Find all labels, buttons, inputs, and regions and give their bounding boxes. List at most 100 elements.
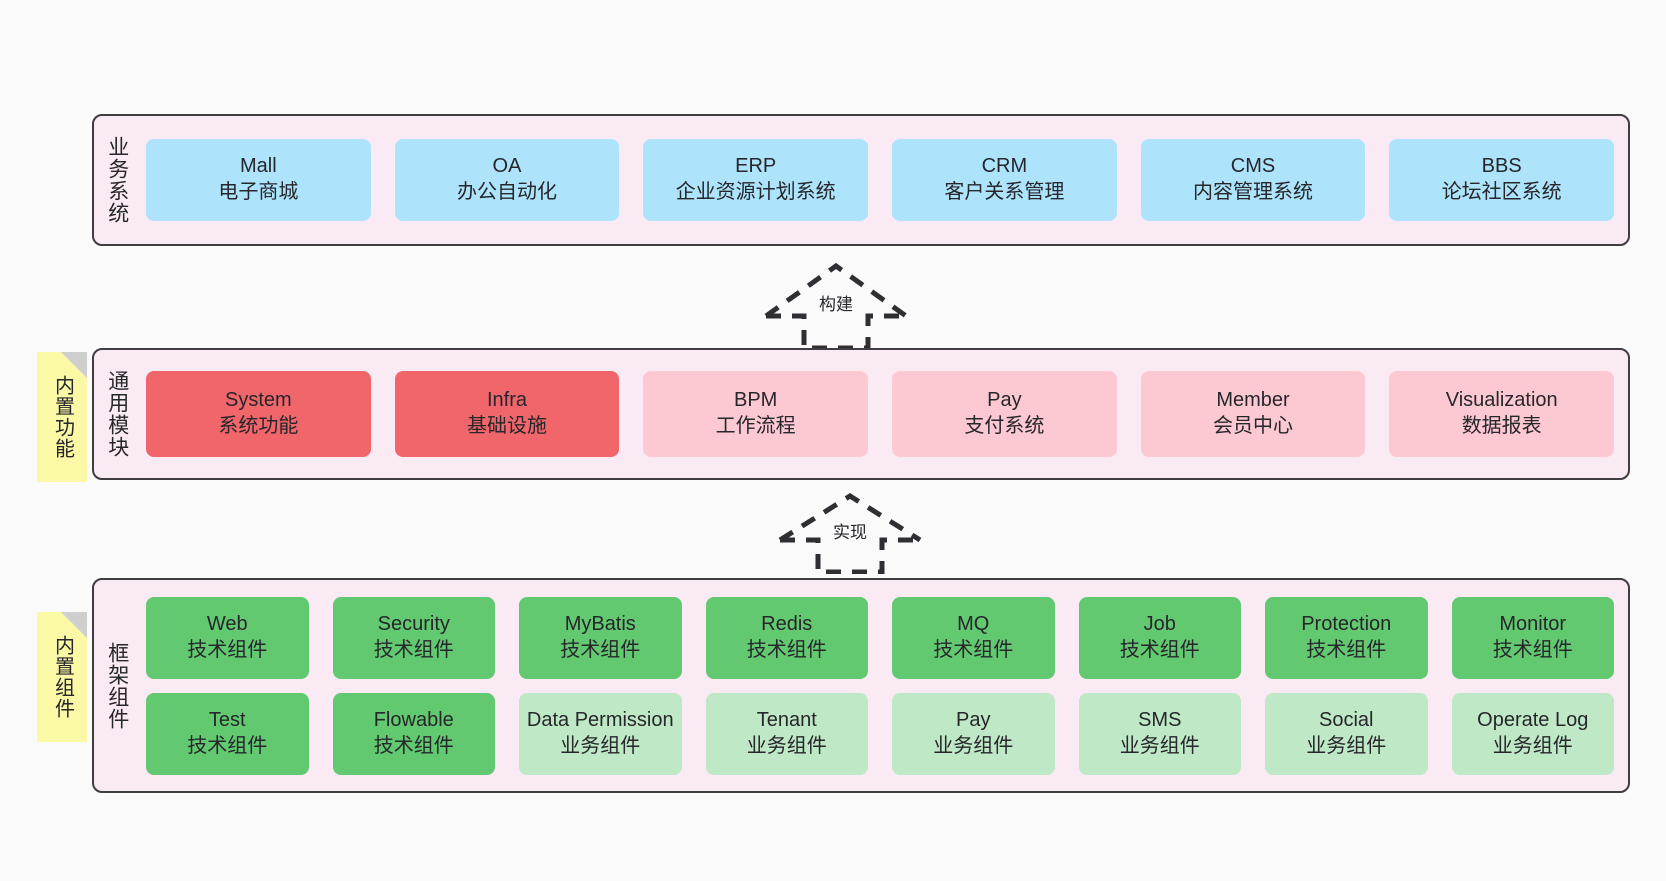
card-subtitle: 技术组件 xyxy=(1492,638,1573,661)
layer-body-common-modules: System 系统功能 Infra 基础设施 BPM 工作流程 Pay 支付系统… xyxy=(140,350,1628,478)
card-flowable[interactable]: Flowable 技术组件 xyxy=(332,692,495,775)
card-subtitle: 业务组件 xyxy=(560,734,641,757)
card-title: Web xyxy=(206,612,248,635)
card-subtitle: 业务组件 xyxy=(1492,734,1573,757)
card-member[interactable]: Member 会员中心 xyxy=(1140,371,1366,457)
connector-implement-label: 实现 xyxy=(833,523,867,542)
card-title: OA xyxy=(492,155,522,178)
card-subtitle: 技术组件 xyxy=(560,638,641,661)
note-label: 内置组件 xyxy=(51,635,74,719)
card-pay[interactable]: Pay 支付系统 xyxy=(892,371,1117,457)
card-mybatis[interactable]: MyBatis 技术组件 xyxy=(519,596,682,679)
layer-title-common-modules: 通用模块 xyxy=(105,370,129,458)
card-pay-business[interactable]: Pay 业务组件 xyxy=(892,692,1055,775)
layer-body-framework-components: Web 技术组件 Security 技术组件 MyBatis 技术组件 Redi… xyxy=(140,580,1628,791)
card-subtitle: 技术组件 xyxy=(373,638,454,661)
card-crm[interactable]: CRM 客户关系管理 xyxy=(892,139,1117,221)
card-title: ERP xyxy=(735,155,777,178)
card-title: Operate Log xyxy=(1477,708,1589,731)
card-subtitle: 支付系统 xyxy=(964,415,1045,437)
card-title: Tenant xyxy=(756,708,817,731)
implement-arrow-icon xyxy=(778,493,922,575)
card-test[interactable]: Test 技术组件 xyxy=(146,692,309,775)
card-bbs[interactable]: BBS 论坛社区系统 xyxy=(1389,139,1615,221)
card-title: MQ xyxy=(957,612,990,635)
card-subtitle: 业务组件 xyxy=(933,734,1014,757)
card-title: Redis xyxy=(761,612,813,635)
layer-title-framework-components: 框架组件 xyxy=(105,641,129,730)
card-protection[interactable]: Protection 技术组件 xyxy=(1265,596,1428,679)
card-subtitle: 内容管理系统 xyxy=(1193,181,1314,203)
card-subtitle: 技术组件 xyxy=(1306,638,1387,661)
card-title: MyBatis xyxy=(564,612,636,635)
card-subtitle: 办公自动化 xyxy=(457,181,557,203)
layer-body-business-systems: Mall 电子商城 OA 办公自动化 ERP 企业资源计划系统 CRM 客户关系… xyxy=(140,116,1628,244)
card-redis[interactable]: Redis 技术组件 xyxy=(705,596,868,679)
card-title: BPM xyxy=(734,389,778,412)
card-title: Mall xyxy=(240,155,277,178)
card-subtitle: 技术组件 xyxy=(373,734,454,757)
card-subtitle: 会员中心 xyxy=(1213,415,1294,437)
card-subtitle: 技术组件 xyxy=(187,734,268,757)
card-subtitle: 技术组件 xyxy=(187,638,268,661)
card-system[interactable]: System 系统功能 xyxy=(146,371,371,457)
card-operate-log[interactable]: Operate Log 业务组件 xyxy=(1451,692,1614,775)
card-title: Protection xyxy=(1301,612,1392,635)
card-row: Mall 电子商城 OA 办公自动化 ERP 企业资源计划系统 CRM 客户关系… xyxy=(146,139,1615,221)
connector-build-label: 构建 xyxy=(819,295,853,314)
card-title: Test xyxy=(208,708,246,731)
note-builtin-features: 内置功能 xyxy=(37,352,87,482)
card-subtitle: 基础设施 xyxy=(467,415,547,437)
layer-common-modules: 通用模块 System 系统功能 Infra 基础设施 BPM 工作流程 Pay… xyxy=(92,348,1630,480)
card-subtitle: 技术组件 xyxy=(1119,638,1200,661)
card-subtitle: 技术组件 xyxy=(746,638,827,661)
card-subtitle: 技术组件 xyxy=(933,638,1014,661)
card-row: Web 技术组件 Security 技术组件 MyBatis 技术组件 Redi… xyxy=(146,596,1614,679)
card-subtitle: 客户关系管理 xyxy=(944,181,1065,203)
note-fold-corner-icon xyxy=(61,352,87,378)
card-title: Visualization xyxy=(1445,389,1558,412)
card-erp[interactable]: ERP 企业资源计划系统 xyxy=(643,139,869,221)
card-title: Member xyxy=(1216,389,1290,412)
card-subtitle: 业务组件 xyxy=(1306,734,1387,757)
card-social[interactable]: Social 业务组件 xyxy=(1265,692,1428,775)
card-title: Flowable xyxy=(373,708,454,731)
card-subtitle: 系统功能 xyxy=(218,415,299,437)
card-title: Social xyxy=(1319,708,1374,731)
card-visualization[interactable]: Visualization 数据报表 xyxy=(1389,371,1615,457)
card-sms[interactable]: SMS 业务组件 xyxy=(1078,692,1241,775)
card-title: Infra xyxy=(486,389,528,412)
card-title: Security xyxy=(377,612,450,635)
card-title: Pay xyxy=(987,389,1022,412)
card-subtitle: 业务组件 xyxy=(1119,734,1200,757)
card-tenant[interactable]: Tenant 业务组件 xyxy=(705,692,868,775)
connector-implement: 实现 xyxy=(770,492,930,575)
card-title: SMS xyxy=(1138,708,1182,731)
build-arrow-icon xyxy=(764,262,908,351)
card-subtitle: 业务组件 xyxy=(746,734,827,757)
card-monitor[interactable]: Monitor 技术组件 xyxy=(1451,596,1614,679)
card-title: Job xyxy=(1143,612,1176,635)
card-bpm[interactable]: BPM 工作流程 xyxy=(643,371,869,457)
card-title: CMS xyxy=(1230,155,1276,178)
card-mq[interactable]: MQ 技术组件 xyxy=(892,596,1055,679)
card-title: CRM xyxy=(981,155,1028,178)
card-title: Data Permission xyxy=(526,708,674,731)
card-row: System 系统功能 Infra 基础设施 BPM 工作流程 Pay 支付系统… xyxy=(146,371,1615,457)
card-subtitle: 企业资源计划系统 xyxy=(675,181,836,203)
card-infra[interactable]: Infra 基础设施 xyxy=(394,371,620,457)
card-job[interactable]: Job 技术组件 xyxy=(1078,596,1241,679)
layer-business-systems: 业务系统 Mall 电子商城 OA 办公自动化 ERP 企业资源计划系统 CRM… xyxy=(92,114,1630,246)
card-cms[interactable]: CMS 内容管理系统 xyxy=(1140,139,1366,221)
card-mall[interactable]: Mall 电子商城 xyxy=(146,139,371,221)
card-security[interactable]: Security 技术组件 xyxy=(332,596,495,679)
card-title: System xyxy=(224,389,292,412)
layer-title-business-systems: 业务系统 xyxy=(105,136,129,224)
note-builtin-components: 内置组件 xyxy=(37,612,87,742)
card-subtitle: 论坛社区系统 xyxy=(1441,181,1562,203)
card-web[interactable]: Web 技术组件 xyxy=(146,596,309,679)
card-subtitle: 工作流程 xyxy=(715,415,796,437)
card-oa[interactable]: OA 办公自动化 xyxy=(394,139,620,221)
layer-framework-components: 框架组件 Web 技术组件 Security 技术组件 MyBatis 技术组件… xyxy=(92,578,1630,793)
card-data-permission[interactable]: Data Permission 业务组件 xyxy=(519,692,682,775)
